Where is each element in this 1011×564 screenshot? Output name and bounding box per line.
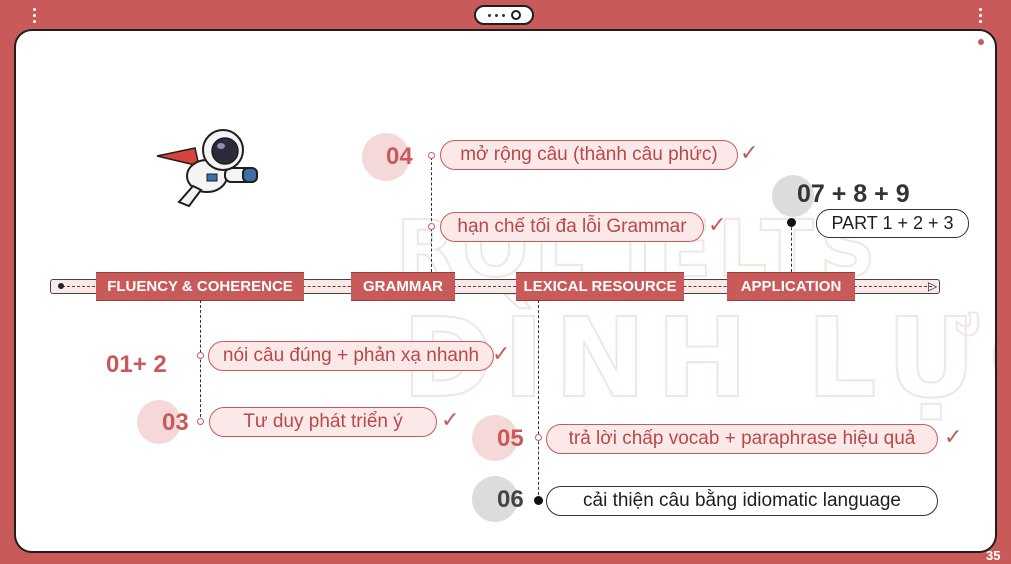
item-number-05: 05	[497, 425, 524, 452]
task-pill-grammar-1[interactable]: mở rộng câu (thành câu phức)	[440, 140, 738, 170]
item-number-07-8-9: 07 + 8 + 9	[797, 180, 910, 208]
task-pill-grammar-2[interactable]: hạn chế tối đa lỗi Grammar	[440, 212, 704, 242]
item-number-01-2: 01+ 2	[106, 351, 167, 378]
check-icon: ✓	[740, 141, 759, 166]
connector-application	[791, 222, 792, 272]
check-icon: ✓	[441, 408, 460, 433]
item-number-04: 04	[386, 143, 413, 170]
watermark-line2: ĐÌNH LỰC	[401, 293, 997, 422]
check-icon: ✓	[944, 425, 963, 450]
number-circle-05	[472, 415, 518, 461]
connector-dot-black	[534, 496, 543, 505]
check-icon: ✓	[708, 213, 727, 238]
task-pill-lexical-1[interactable]: trả lời chấp vocab + paraphrase hiệu quả	[546, 424, 938, 454]
number-circle-07	[772, 175, 814, 217]
connector-dot	[428, 152, 435, 159]
connector-lexical	[538, 300, 539, 500]
check-icon: ✓	[492, 342, 511, 367]
pager-pill-icon[interactable]	[474, 5, 534, 25]
connector-fluency	[200, 300, 201, 422]
arrow-right-icon: ▷	[928, 279, 938, 293]
connector-dot	[428, 223, 435, 230]
item-number-03: 03	[162, 409, 189, 436]
task-pill-fluency-1[interactable]: nói câu đúng + phản xạ nhanh	[208, 341, 494, 371]
stage-application[interactable]: APPLICATION	[727, 272, 855, 301]
number-circle-03	[137, 400, 181, 444]
connector-dot	[197, 352, 204, 359]
connector-dot-black	[787, 218, 796, 227]
number-circle-06	[472, 476, 518, 522]
corner-dot	[978, 39, 984, 45]
page-number: 35	[986, 548, 1001, 563]
number-circle-04	[362, 133, 410, 181]
kebab-icon-right[interactable]	[979, 8, 983, 23]
task-pill-lexical-2[interactable]: cải thiện câu bằng idiomatic language	[546, 486, 938, 516]
connector-grammar	[431, 157, 432, 272]
task-pill-fluency-2[interactable]: Tư duy phát triển ý	[209, 407, 437, 437]
stage-lexical-resource[interactable]: LEXICAL RESOURCE	[516, 272, 684, 301]
timeline-start-dot	[58, 283, 64, 289]
connector-dot	[197, 418, 204, 425]
kebab-icon-left[interactable]	[33, 8, 37, 23]
item-number-06: 06	[497, 486, 524, 513]
stage-grammar[interactable]: GRAMMAR	[351, 272, 455, 301]
stage-fluency-coherence[interactable]: FLUENCY & COHERENCE	[96, 272, 304, 301]
connector-dot	[535, 434, 542, 441]
timeline-dashed-line	[62, 286, 932, 287]
task-pill-application[interactable]: PART 1 + 2 + 3	[816, 209, 969, 238]
astronaut-illustration	[156, 129, 258, 208]
